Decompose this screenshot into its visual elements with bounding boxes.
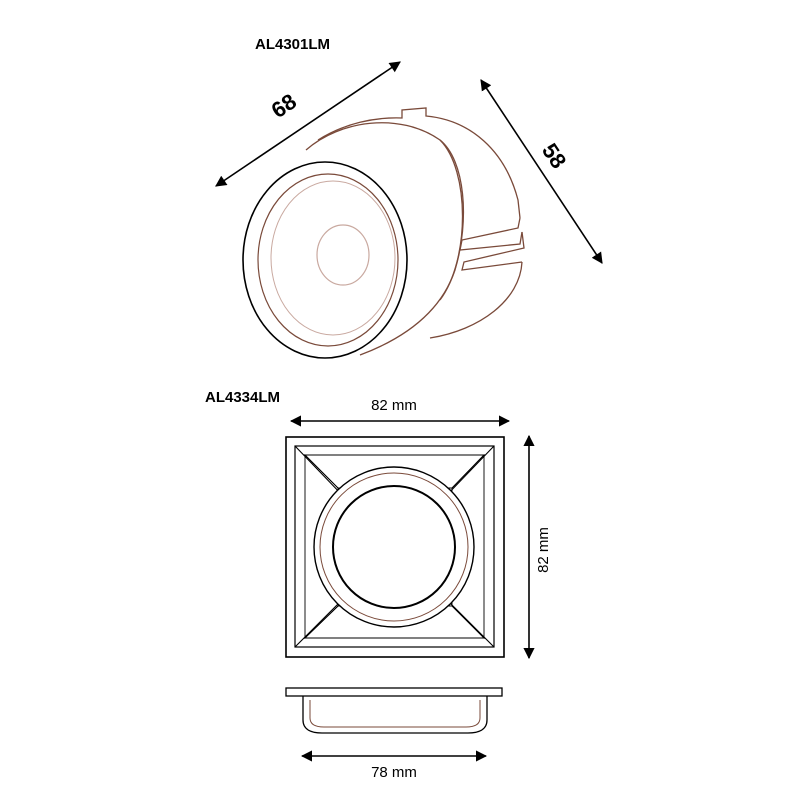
aperture-icon (332, 485, 456, 609)
dimension-label-58: 58 (537, 139, 571, 173)
model-label-al4334lm: AL4334LM (205, 389, 280, 406)
dimension-arrow-58 (480, 79, 603, 264)
reflector-ring (270, 180, 396, 336)
al4334lm-drawing: AL4334LM 82 mm 82 mm (205, 389, 552, 781)
front-bezel (242, 161, 408, 359)
side-profile-view (285, 687, 503, 734)
al4301lm-drawing: AL4301LM 68 58 (215, 36, 603, 359)
bezel-inner-ring (257, 173, 399, 347)
lens-icon (316, 224, 370, 286)
square-front-view (285, 436, 505, 658)
dimension-label-depth-width: 78 mm (371, 764, 417, 781)
dimension-arrow-68 (215, 61, 401, 187)
dimension-label-height: 82 mm (535, 527, 552, 573)
model-label-al4301lm: AL4301LM (255, 36, 330, 53)
dimension-label-width: 82 mm (371, 397, 417, 414)
dimension-label-68: 68 (267, 89, 301, 123)
cylinder-body (305, 107, 525, 356)
